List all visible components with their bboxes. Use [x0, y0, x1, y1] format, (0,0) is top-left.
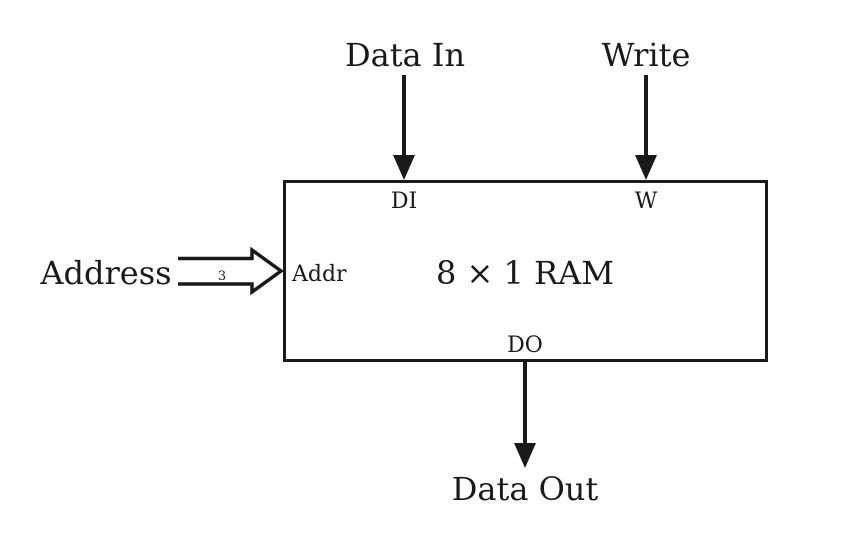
arrow-down-icon: [514, 443, 536, 468]
address-signal: Address 3 Addr: [39, 246, 347, 296]
block-title: 8 × 1 RAM: [436, 254, 614, 292]
ram-block: [283, 180, 768, 362]
arrow-down-icon: [393, 155, 415, 180]
data-in-signal: Data In DI: [345, 36, 465, 214]
data-out-signal: DO Data Out: [452, 333, 599, 508]
bus-arrow-icon: [178, 246, 284, 296]
do-port-label: DO: [507, 333, 543, 358]
write-label: Write: [602, 36, 691, 74]
arrow-down-icon: [635, 155, 657, 180]
write-signal: Write W: [602, 36, 691, 214]
addr-port-label: Addr: [291, 262, 347, 287]
di-port-label: DI: [391, 189, 417, 214]
data-in-label: Data In: [345, 36, 465, 74]
address-label: Address: [39, 254, 171, 292]
data-out-label: Data Out: [452, 470, 599, 508]
bus-width-label: 3: [218, 269, 226, 284]
w-port-label: W: [635, 189, 658, 214]
